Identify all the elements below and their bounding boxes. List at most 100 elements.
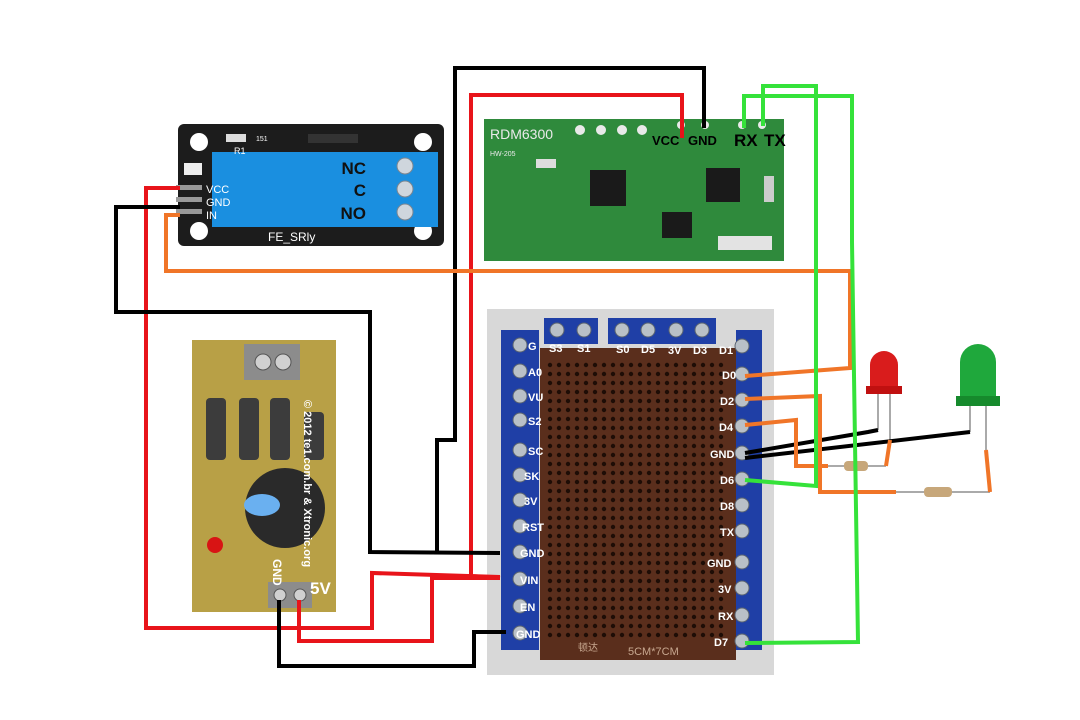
proto-hole (709, 470, 715, 476)
proto-hole (700, 506, 706, 512)
proto-hole (547, 452, 553, 458)
proto-hole (700, 461, 706, 467)
proto-hole (619, 416, 625, 422)
proto-hole (619, 470, 625, 476)
shield-pin-rst: RST (522, 522, 544, 534)
proto-hole (628, 524, 634, 530)
proto-hole (592, 398, 598, 404)
proto-hole (691, 398, 697, 404)
proto-hole (673, 524, 679, 530)
proto-hole (682, 623, 688, 629)
proto-hole (655, 596, 661, 602)
terminal-screw (512, 388, 528, 404)
proto-hole (718, 515, 724, 521)
proto-hole (655, 398, 661, 404)
proto-hole (610, 515, 616, 521)
proto-hole (691, 452, 697, 458)
proto-hole (700, 632, 706, 638)
proto-hole (691, 587, 697, 593)
proto-hole (574, 533, 580, 539)
proto-hole (601, 623, 607, 629)
proto-hole (709, 398, 715, 404)
proto-hole (583, 560, 589, 566)
proto-hole (646, 380, 652, 386)
proto-hole (574, 614, 580, 620)
proto-hole (583, 452, 589, 458)
proto-hole (673, 605, 679, 611)
wire-black-psu-gnd (277, 600, 506, 668)
proto-hole (682, 542, 688, 548)
proto-hole (718, 551, 724, 557)
proto-hole (709, 416, 715, 422)
proto-hole (646, 614, 652, 620)
proto-hole (574, 416, 580, 422)
proto-hole (547, 479, 553, 485)
proto-hole (547, 524, 553, 530)
proto-hole (673, 542, 679, 548)
proto-hole (646, 434, 652, 440)
proto-hole (673, 425, 679, 431)
proto-hole (574, 497, 580, 503)
proto-hole (619, 524, 625, 530)
proto-hole (601, 632, 607, 638)
proto-hole (574, 398, 580, 404)
proto-hole (673, 506, 679, 512)
proto-hole (592, 524, 598, 530)
proto-hole (700, 587, 706, 593)
proto-hole (610, 596, 616, 602)
proto-hole (601, 488, 607, 494)
proto-hole (655, 488, 661, 494)
relay-terminal-no: NO (341, 204, 367, 223)
proto-hole (691, 605, 697, 611)
proto-hole (574, 488, 580, 494)
proto-hole (673, 623, 679, 629)
proto-hole (682, 443, 688, 449)
proto-hole (718, 470, 724, 476)
proto-hole (709, 623, 715, 629)
proto-hole (646, 398, 652, 404)
proto-hole (556, 461, 562, 467)
proto-hole (592, 362, 598, 368)
proto-hole (610, 542, 616, 548)
wire-black-gnd-leds (744, 428, 879, 455)
proto-hole (655, 542, 661, 548)
proto-hole (682, 560, 688, 566)
proto-hole (700, 524, 706, 530)
proto-hole (601, 443, 607, 449)
proto-hole (628, 569, 634, 575)
proto-hole (664, 479, 670, 485)
proto-hole (691, 533, 697, 539)
terminal-screw (512, 571, 528, 587)
proto-hole (592, 596, 598, 602)
psu-diode (304, 412, 324, 460)
proto-hole (610, 524, 616, 530)
proto-hole (664, 380, 670, 386)
proto-hole (646, 623, 652, 629)
proto-hole (628, 470, 634, 476)
proto-hole (646, 596, 652, 602)
proto-hole (601, 452, 607, 458)
proto-hole (718, 542, 724, 548)
proto-hole (601, 506, 607, 512)
proto-hole (628, 479, 634, 485)
proto-hole (610, 362, 616, 368)
proto-hole (547, 461, 553, 467)
proto-hole (700, 380, 706, 386)
proto-hole (709, 362, 715, 368)
proto-hole (718, 614, 724, 620)
proto-hole (664, 533, 670, 539)
proto-hole (691, 479, 697, 485)
proto-hole (700, 434, 706, 440)
terminal-screw (512, 412, 528, 428)
proto-hole (565, 515, 571, 521)
proto-hole (547, 533, 553, 539)
proto-hole (610, 560, 616, 566)
proto-hole (664, 578, 670, 584)
proto-hole (547, 632, 553, 638)
proto-hole (547, 578, 553, 584)
proto-hole (673, 389, 679, 395)
proto-hole (547, 614, 553, 620)
proto-hole (682, 452, 688, 458)
proto-hole (601, 614, 607, 620)
proto-hole (583, 533, 589, 539)
